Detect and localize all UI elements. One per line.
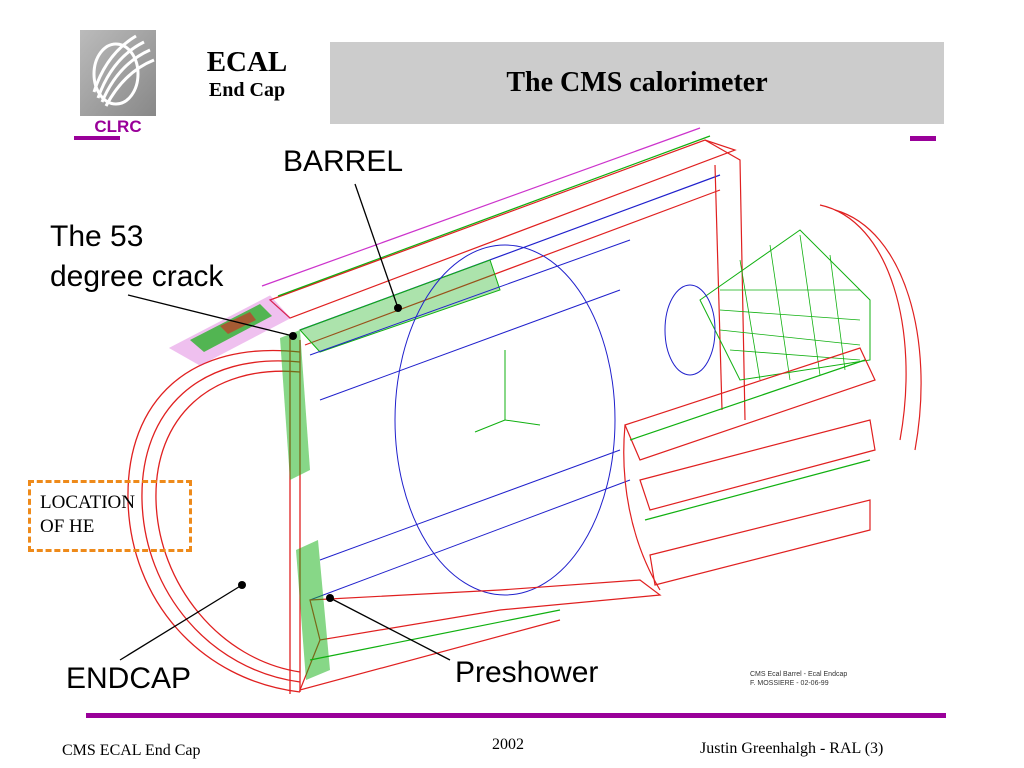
corner-accent-bar	[910, 136, 936, 141]
pointer-dots	[238, 304, 402, 602]
far-endcap	[664, 204, 922, 451]
clrc-logo: CLRC	[72, 28, 164, 140]
header-subtitle: End Cap	[208, 79, 286, 101]
credit-line1: CMS Ecal Barrel - Ecal Endcap	[750, 671, 848, 678]
he-location-box: LOCATION OF HE	[28, 480, 192, 552]
drawing-credit: CMS Ecal Barrel - Ecal Endcap F. MOSSIER…	[750, 670, 847, 688]
he-label-line1: LOCATION	[40, 492, 135, 513]
barrel-label: BARREL	[283, 145, 404, 178]
endcap-label: ENDCAP	[66, 662, 192, 695]
footer-year: 2002	[492, 736, 524, 753]
inner-cylinder	[309, 239, 631, 601]
barrel-lower-right	[623, 347, 876, 591]
header-ecal: ECAL	[206, 46, 288, 78]
crack-label-line2: degree crack	[50, 260, 224, 293]
preshower-layers	[280, 330, 330, 680]
crack-region	[168, 295, 291, 366]
logo-underline	[74, 136, 120, 140]
footer-divider	[86, 713, 946, 718]
footer-author: Justin Greenhalgh - RAL (3)	[700, 740, 884, 757]
axis-arrows	[474, 350, 541, 433]
credit-line2: F. MOSSIERE - 02-06-99	[750, 680, 829, 687]
pointer-lines	[119, 183, 451, 661]
header-section: ECAL End Cap	[172, 46, 322, 102]
clrc-logo-icon: CLRC	[80, 30, 156, 136]
preshower-label: Preshower	[455, 656, 599, 689]
crack-label-line1: The 53	[50, 220, 144, 253]
footer-left: CMS ECAL End Cap	[62, 742, 201, 759]
page-title: The CMS calorimeter	[506, 67, 768, 98]
title-banner: The CMS calorimeter	[330, 42, 944, 124]
he-label-line2: OF HE	[40, 516, 95, 537]
logo-text: CLRC	[94, 117, 141, 136]
